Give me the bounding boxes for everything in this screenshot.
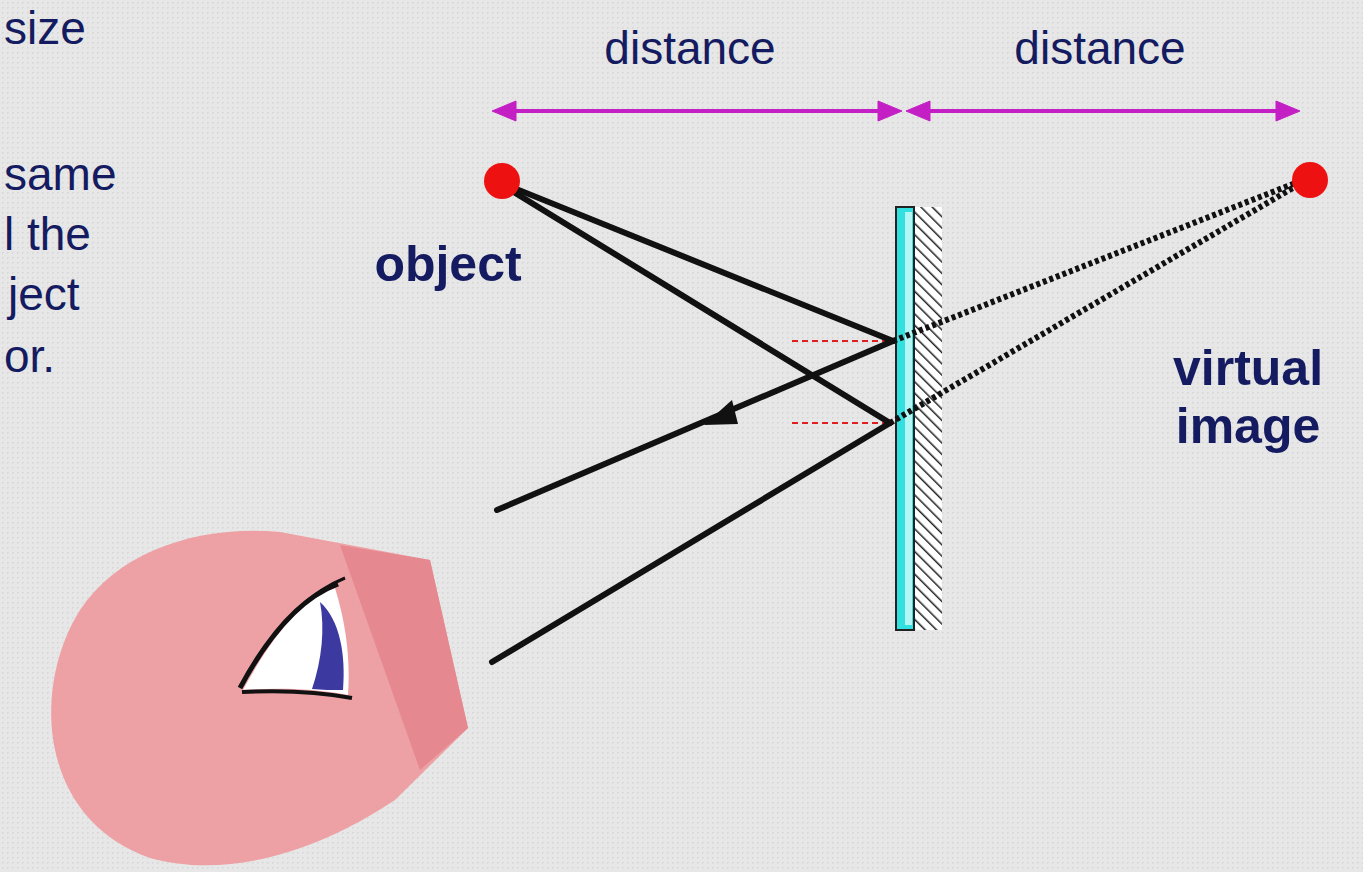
object-label: object xyxy=(374,236,521,294)
virtual-image-label: virtual image xyxy=(1146,340,1351,455)
image-point xyxy=(1292,162,1328,198)
distance-label: distance xyxy=(1014,22,1185,75)
light-ray xyxy=(492,184,893,662)
caption-fragment: or. xyxy=(4,330,55,383)
distance-label: distance xyxy=(604,22,775,75)
distance-arrow xyxy=(492,101,1300,121)
caption-fragment: same xyxy=(4,148,116,201)
caption-fragment: l the xyxy=(4,208,91,261)
plane-mirror xyxy=(896,207,942,630)
normal-line xyxy=(792,341,893,423)
ray-arrowhead xyxy=(704,400,738,425)
object-point xyxy=(484,163,520,199)
caption-fragment: size xyxy=(4,2,86,55)
eye-illustration xyxy=(51,531,468,865)
caption-fragment: ject xyxy=(8,268,80,321)
